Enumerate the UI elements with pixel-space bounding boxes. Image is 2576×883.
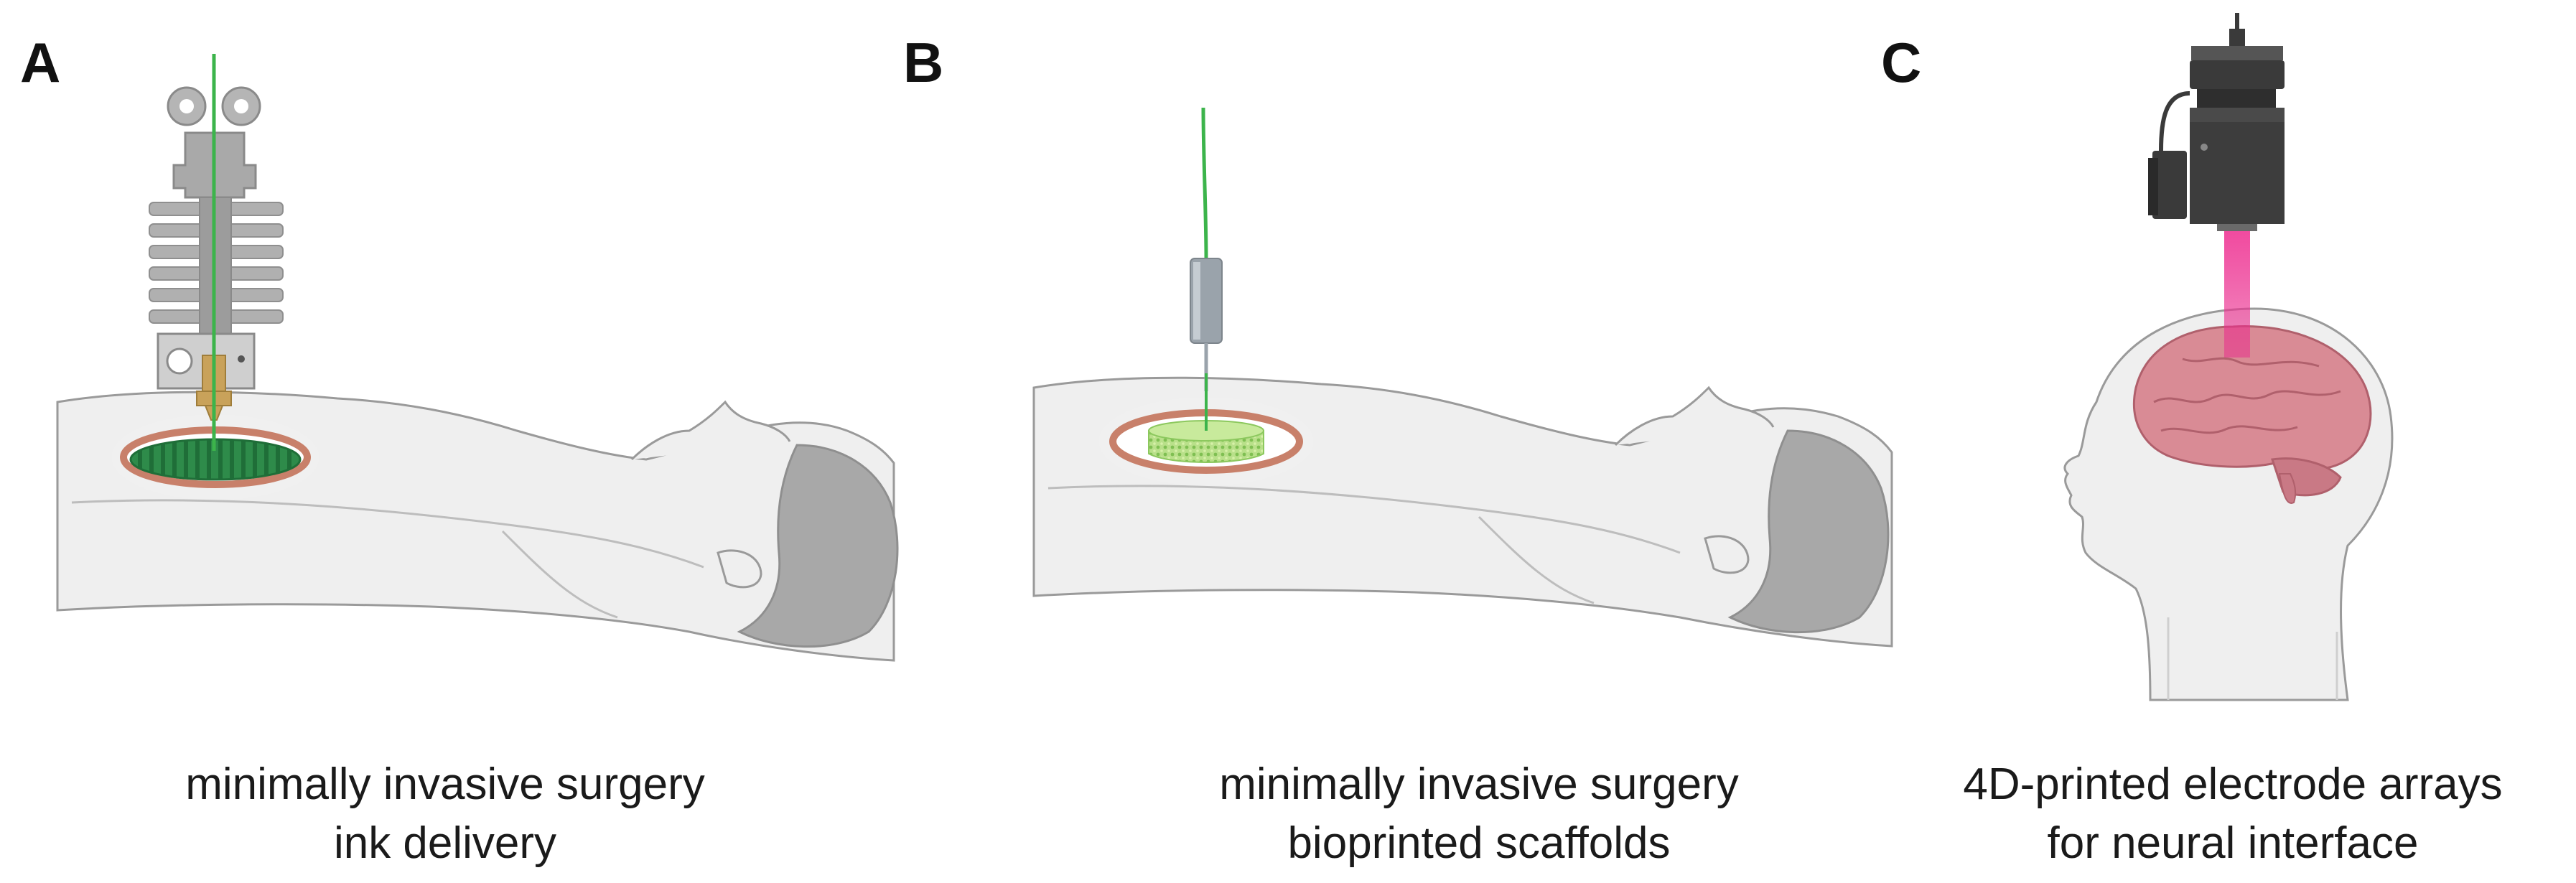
panel-label-a: A [20,31,61,94]
patient-body-b [1032,376,1893,648]
camera-projector [2148,13,2285,231]
caption-c-line2: for neural interface [2047,818,2419,868]
caption-a-line1: minimally invasive surgery [185,760,705,809]
gear-icon-left [167,86,207,126]
bioprinting-needle [1190,107,1223,431]
caption-b-line1: minimally invasive surgery [1219,760,1739,809]
extruder-hotend [149,54,284,451]
caption-c: 4D-printed electrode arrays for neural i… [1903,755,2563,873]
caption-a-line2: ink delivery [333,818,557,868]
head-profile [2063,307,2394,701]
panel-label-b: B [903,31,944,94]
caption-a: minimally invasive surgery ink delivery [86,755,804,873]
panel-label-c: C [1881,31,1922,94]
gear-icon-right [221,86,261,126]
caption-c-line1: 4D-printed electrode arrays [1963,760,2503,809]
caption-b: minimally invasive surgery bioprinted sc… [1120,755,1838,873]
caption-b-line2: bioprinted scaffolds [1287,818,1671,868]
patient-body-a [56,391,899,662]
laser-beam [2224,228,2250,358]
